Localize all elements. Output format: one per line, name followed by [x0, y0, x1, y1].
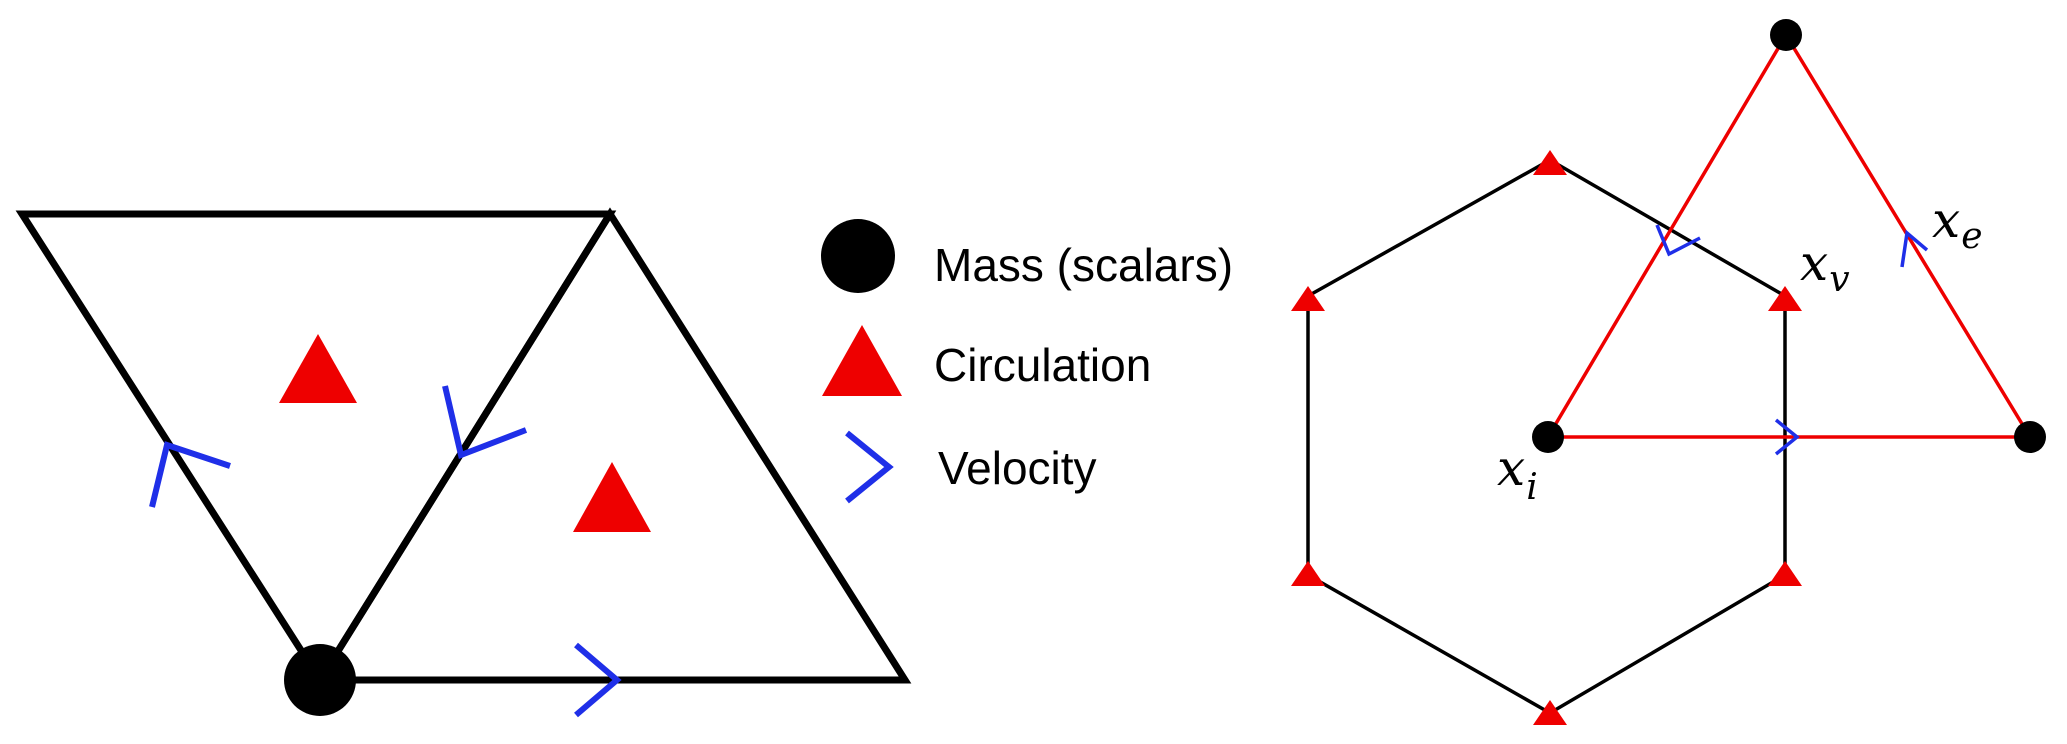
mass-node-left — [1532, 421, 1564, 453]
legend-label-circulation: Circulation — [934, 339, 1151, 391]
left-up-triangle — [313, 207, 912, 684]
label-x-v: xv — [1800, 234, 1850, 300]
hex-vertex-circulation-top — [1533, 150, 1567, 175]
velocity-marker-dual-bottom-edge — [1774, 418, 1800, 456]
right-dual-mesh: xi xv xe — [1291, 19, 2046, 725]
circulation-marker-left-cell — [279, 334, 357, 403]
left-triangle-mesh — [15, 207, 912, 718]
velocity-chevron-icon — [845, 430, 894, 504]
velocity-marker-dual-right-edge — [1900, 229, 1929, 268]
hex-vertex-circulation-lower-left — [1291, 561, 1325, 586]
label-x-v-base: x — [1800, 234, 1828, 292]
mass-dot-icon — [821, 219, 895, 293]
mass-node-top — [1770, 19, 1802, 51]
hex-vertex-circulation-upper-left — [1291, 286, 1325, 311]
legend: Mass (scalars) Circulation Velocity — [821, 219, 1233, 504]
legend-item-circulation: Circulation — [822, 325, 1151, 396]
label-x-i: xi — [1497, 439, 1538, 508]
circulation-triangle-icon — [822, 325, 902, 396]
label-x-i-base: x — [1497, 439, 1525, 497]
hex-vertex-circulation-upper-right — [1768, 286, 1802, 311]
label-x-e-sub: e — [1961, 216, 1982, 257]
legend-item-velocity: Velocity — [845, 430, 1097, 504]
label-x-i-sub: i — [1526, 467, 1538, 508]
legend-label-mass: Mass (scalars) — [934, 239, 1233, 291]
legend-label-velocity: Velocity — [938, 442, 1097, 494]
velocity-marker-bottom-edge — [574, 642, 622, 718]
circulation-marker-right-cell — [573, 462, 651, 532]
velocity-marker-diagonal-edge — [442, 385, 528, 460]
hex-vertex-circulation-lower-right — [1768, 561, 1802, 586]
label-x-e: xe — [1932, 191, 1983, 257]
velocity-marker-left-edge — [149, 441, 231, 508]
mass-node — [284, 644, 356, 716]
label-x-e-base: x — [1932, 191, 1960, 249]
velocity-marker-dual-left-edge — [1655, 224, 1701, 257]
left-down-triangle — [15, 210, 617, 687]
mass-node-right — [2014, 421, 2046, 453]
hex-vertex-circulation-bottom — [1533, 700, 1567, 725]
label-x-v-sub: v — [1829, 259, 1849, 300]
legend-item-mass: Mass (scalars) — [821, 219, 1233, 293]
